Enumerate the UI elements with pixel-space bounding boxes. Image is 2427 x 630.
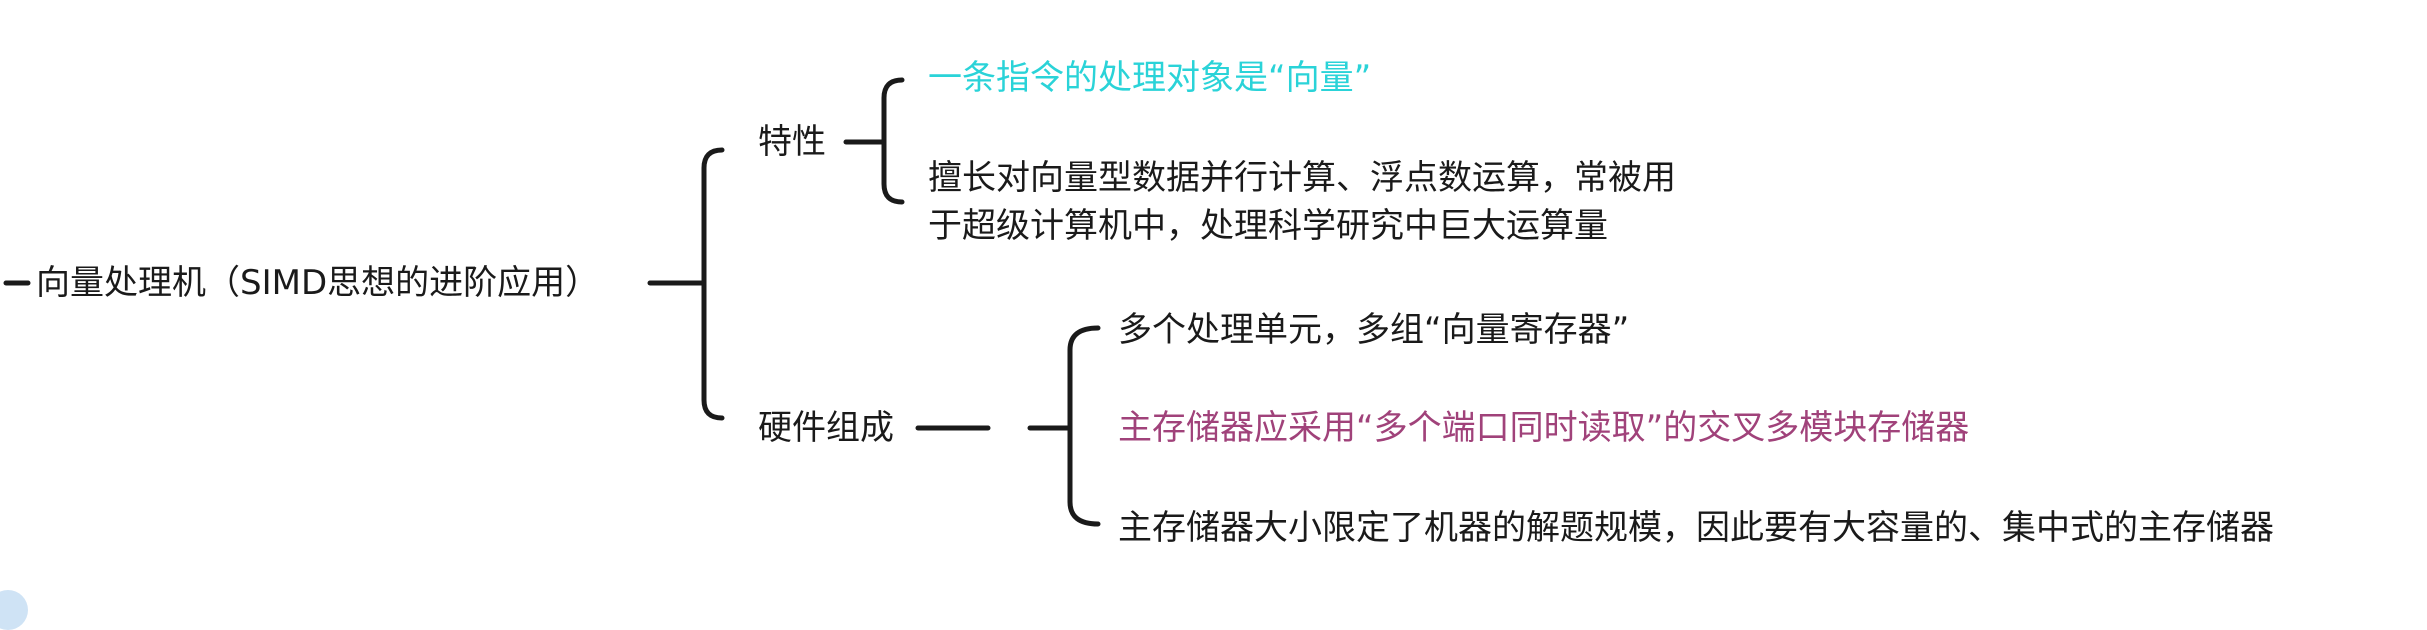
branch-node-characteristics-label: 特性 <box>758 122 826 162</box>
leaf-node-memory-size-label: 主存储器大小限定了机器的解题规模，因此要有大容量的、集中式的主存储器 <box>1118 508 2274 548</box>
leaf-node-processing-units-label: 多个处理单元，多组“向量寄存器” <box>1118 310 1630 350</box>
root-bracket-line <box>701 147 725 421</box>
leaf-node-processing-units[interactable]: 多个处理单元，多组“向量寄存器” <box>1118 306 1629 354</box>
leaf-node-vector-instruction-label: 一条指令的处理对象是“向量” <box>928 58 1372 98</box>
root-node-label: 向量处理机（SIMD思想的进阶应用） <box>36 263 600 303</box>
leaf-node-memory-size[interactable]: 主存储器大小限定了机器的解题规模，因此要有大容量的、集中式的主存储器 <box>1118 504 2274 552</box>
branch-node-hardware-label: 硬件组成 <box>758 408 894 448</box>
branch-2-bracket-line <box>1067 325 1101 527</box>
branch-1-bracket-line <box>881 77 905 205</box>
leaf-node-parallel-compute[interactable]: 擅长对向量型数据并行计算、浮点数运算，常被用 于超级计算机中，处理科学研究中巨大… <box>928 154 1676 250</box>
leaf-node-parallel-compute-line-1: 擅长对向量型数据并行计算、浮点数运算，常被用 <box>928 158 1676 198</box>
root-node[interactable]: 向量处理机（SIMD思想的进阶应用） <box>36 259 599 307</box>
branch-node-hardware[interactable]: 硬件组成 <box>758 404 894 452</box>
branch-node-characteristics[interactable]: 特性 <box>758 118 826 166</box>
leaf-node-interleaved-memory[interactable]: 主存储器应采用“多个端口同时读取”的交叉多模块存储器 <box>1118 404 1969 452</box>
leaf-node-vector-instruction[interactable]: 一条指令的处理对象是“向量” <box>928 54 1371 102</box>
leaf-node-interleaved-memory-label: 主存储器应采用“多个端口同时读取”的交叉多模块存储器 <box>1118 408 1970 448</box>
mindmap-connectors <box>3 77 1101 527</box>
leaf-node-parallel-compute-line-2: 于超级计算机中，处理科学研究中巨大运算量 <box>928 206 1608 246</box>
